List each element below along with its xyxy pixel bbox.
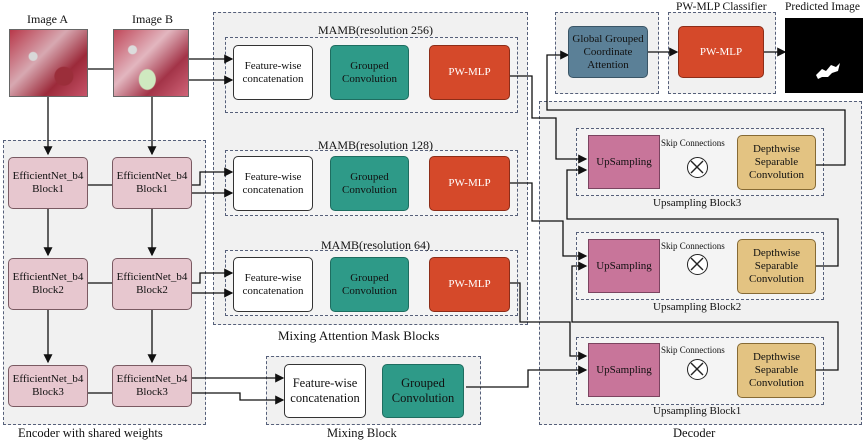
block3-upsampling: UpSampling — [588, 135, 660, 189]
block2-tensor-product-icon — [687, 254, 708, 275]
classifier-title: PW-MLP Classifier — [676, 1, 767, 13]
mamb-caption: Mixing Attention Mask Blocks — [278, 328, 440, 343]
encoder-b-block3: EfficientNet_b4 Block3 — [112, 365, 192, 407]
image-a-thumbnail — [9, 29, 88, 97]
block2-caption: Upsampling Block2 — [653, 301, 742, 313]
block1-tensor-product-icon — [687, 359, 708, 380]
mamb-256-grouped-conv: Grouped Convolution — [330, 45, 409, 100]
image-b-thumbnail — [113, 29, 189, 97]
encoder-b-block1: EfficientNet_b4 Block1 — [112, 157, 192, 209]
block3-caption: Upsampling Block3 — [653, 197, 742, 209]
encoder-a-block2: EfficientNet_b4 Block2 — [8, 258, 88, 310]
block1-upsampling: UpSampling — [588, 343, 660, 397]
encoder-b-block2: EfficientNet_b4 Block2 — [112, 258, 192, 310]
mamb-128-concat: Feature-wise concatenation — [233, 156, 313, 211]
mamb-64-pw-mlp: PW-MLP — [429, 257, 510, 312]
mamb-128-title: MAMB(resolution 128) — [318, 138, 433, 152]
image-b-label: Image B — [132, 12, 173, 26]
mamb-64-grouped-conv: Grouped Convolution — [330, 257, 409, 312]
block2-depthwise-conv: Depthwise Separable Convolution — [737, 239, 816, 294]
mamb-256-pw-mlp: PW-MLP — [429, 45, 510, 100]
predicted-image-label: Predicted Image — [785, 1, 861, 13]
block3-skip-label: Skip Connections — [661, 138, 725, 148]
mamb-64-concat: Feature-wise concatenation — [233, 257, 313, 312]
encoder-a-block1: EfficientNet_b4 Block1 — [8, 157, 88, 209]
ggca-box: Global Grouped Coordinate Attention — [568, 26, 648, 78]
mixing-concat: Feature-wise concatenation — [284, 364, 366, 418]
encoder-caption: Encoder with shared weights — [18, 426, 163, 440]
image-a-label: Image A — [27, 12, 68, 26]
block3-tensor-product-icon — [687, 157, 708, 178]
block2-upsampling: UpSampling — [588, 239, 660, 293]
block1-skip-label: Skip Connections — [661, 345, 725, 355]
predicted-mask-shape — [816, 63, 840, 79]
mamb-128-grouped-conv: Grouped Convolution — [330, 156, 409, 211]
decoder-caption: Decoder — [673, 426, 716, 440]
mixing-caption: Mixing Block — [327, 426, 397, 440]
block1-caption: Upsampling Block1 — [653, 405, 742, 417]
mamb-256-title: MAMB(resolution 256) — [318, 23, 433, 37]
block3-depthwise-conv: Depthwise Separable Convolution — [737, 135, 816, 190]
mamb-128-pw-mlp: PW-MLP — [429, 156, 510, 211]
block1-depthwise-conv: Depthwise Separable Convolution — [737, 343, 816, 398]
mamb-256-concat: Feature-wise concatenation — [233, 45, 313, 100]
block2-skip-label: Skip Connections — [661, 241, 725, 251]
classifier-pw-mlp: PW-MLP — [678, 26, 764, 78]
mixing-grouped-conv: Grouped Convolution — [382, 364, 464, 418]
encoder-a-block3: EfficientNet_b4 Block3 — [8, 365, 88, 407]
predicted-image — [785, 18, 863, 93]
mamb-64-title: MAMB(resolution 64) — [321, 238, 430, 252]
